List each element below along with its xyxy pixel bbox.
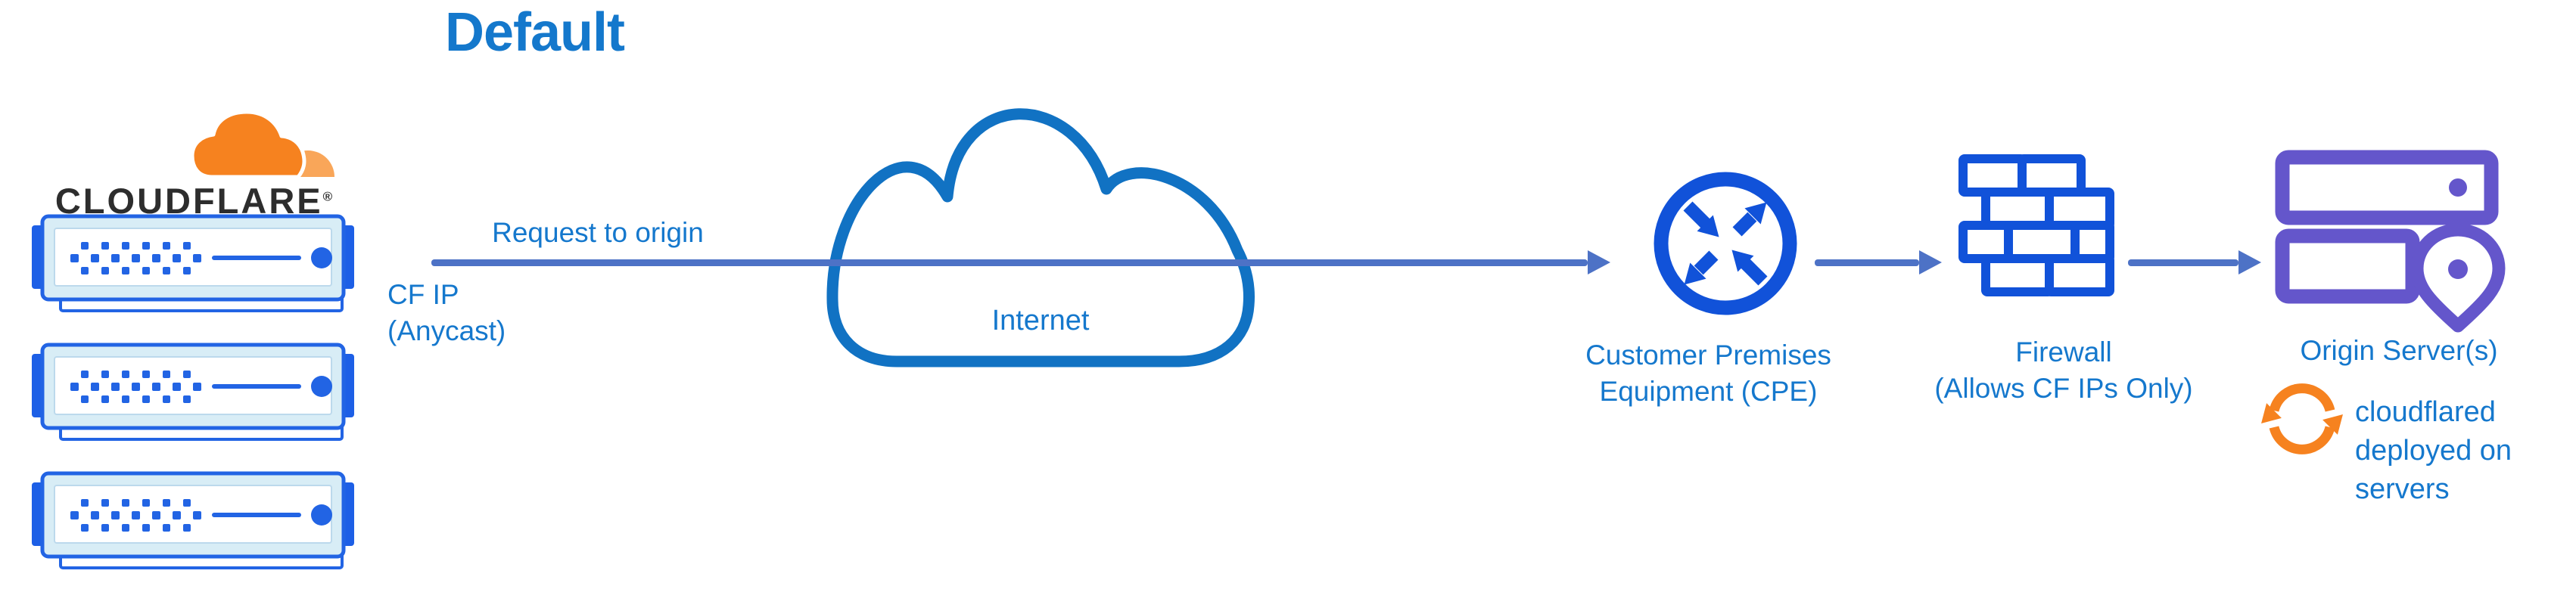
request-arrow-line (431, 259, 1588, 266)
origin-servers-icon (2275, 150, 2506, 333)
cloudflare-wordmark: CLOUDFLARE® (42, 180, 345, 222)
logo-cloud-main (190, 110, 306, 179)
edge-server-icon (32, 471, 354, 569)
firewall-to-origin-arrow-head (2238, 250, 2261, 274)
request-to-origin-label: Request to origin (492, 217, 704, 248)
edge-server-icon (32, 214, 354, 312)
cpe-label: Customer Premises Equipment (CPE) (1540, 337, 1877, 410)
cpe-label-line2: Equipment (CPE) (1599, 376, 1818, 407)
firewall-label: Firewall (Allows CF IPs Only) (1897, 334, 2230, 407)
registered-trademark-symbol: ® (322, 189, 333, 204)
cf-ip-anycast-label: CF IP (Anycast) (387, 277, 506, 349)
cloudflare-logo-cloud-icon (190, 110, 334, 179)
firewall-to-origin-arrow-line (2128, 259, 2238, 266)
cloudflared-label: cloudflared deployed on servers (2355, 393, 2512, 509)
cloudflare-wordmark-text: CLOUDFLARE (54, 181, 323, 221)
request-arrow-head (1588, 250, 1610, 274)
firewall-label-line2: (Allows CF IPs Only) (1934, 373, 2193, 404)
firewall-icon (1958, 154, 2114, 296)
cpe-to-firewall-arrow-head (1919, 250, 1942, 274)
cloudflared-sync-icon (2261, 383, 2343, 454)
cloudflared-label-line3: servers (2355, 473, 2450, 505)
cloudflared-label-line1: cloudflared (2355, 396, 2496, 428)
origin-servers-label: Origin Server(s) (2300, 335, 2498, 366)
cpe-label-line1: Customer Premises (1585, 340, 1831, 371)
page-title: Default (445, 2, 625, 63)
internet-label: Internet (991, 305, 1090, 336)
internet-cloud-icon (826, 108, 1255, 367)
edge-server-icon (32, 343, 354, 441)
cpe-to-firewall-arrow-line (1815, 259, 1919, 266)
anycast-line: (Anycast) (387, 315, 506, 346)
cf-ip-line: CF IP (387, 279, 459, 310)
firewall-label-line1: Firewall (2015, 336, 2112, 367)
server-led-dot (2449, 178, 2467, 197)
location-pin-icon (2410, 223, 2506, 333)
cpe-router-icon (1654, 172, 1797, 315)
cloudflared-label-line2: deployed on (2355, 435, 2512, 467)
